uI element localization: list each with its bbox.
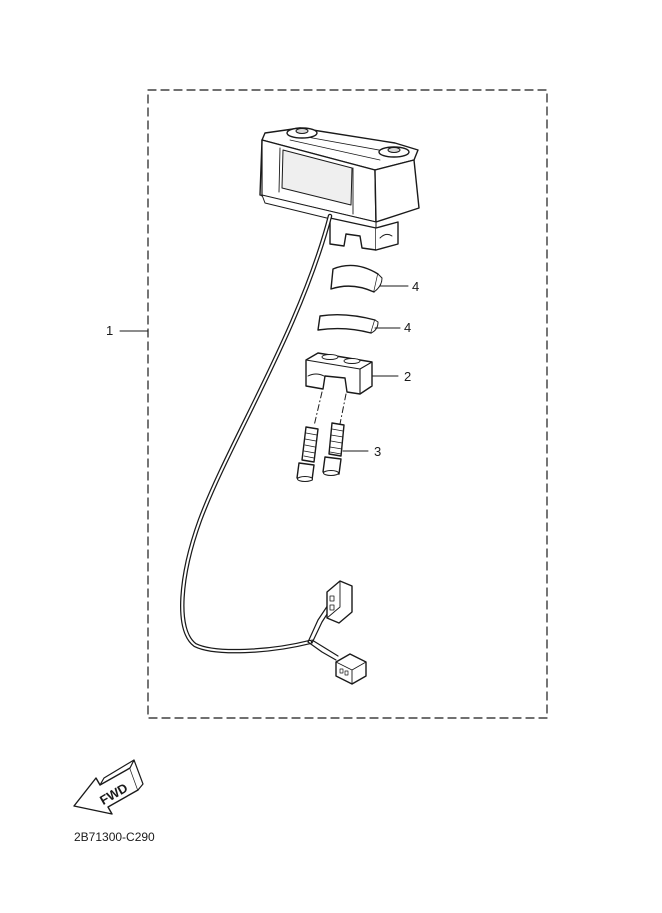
callout-3: 3	[374, 444, 382, 459]
callout-1: 1	[106, 323, 114, 338]
wire-harness	[180, 213, 339, 661]
clamp-collar-upper-part-4	[330, 264, 409, 293]
handlebar-clamp-part-2	[305, 352, 399, 395]
screw-axis-line-left	[313, 391, 323, 427]
connector-upper	[326, 580, 353, 624]
screw-right-part-3	[322, 422, 369, 476]
connector-lower	[335, 653, 367, 685]
callout-4-upper: 4	[412, 279, 420, 294]
assembly-boundary	[147, 89, 548, 719]
diagram-reference-code: 2B71300-C290	[74, 830, 155, 844]
clamp-collar-lower-part-4	[317, 313, 401, 334]
callout-2: 2	[404, 369, 412, 384]
screw-left-part-3	[296, 426, 319, 482]
screw-axis-line-right	[339, 393, 347, 425]
callout-4-lower: 4	[404, 320, 412, 335]
meter-unit-housing	[259, 127, 420, 251]
forward-direction-arrow-icon: FWD	[73, 759, 144, 815]
